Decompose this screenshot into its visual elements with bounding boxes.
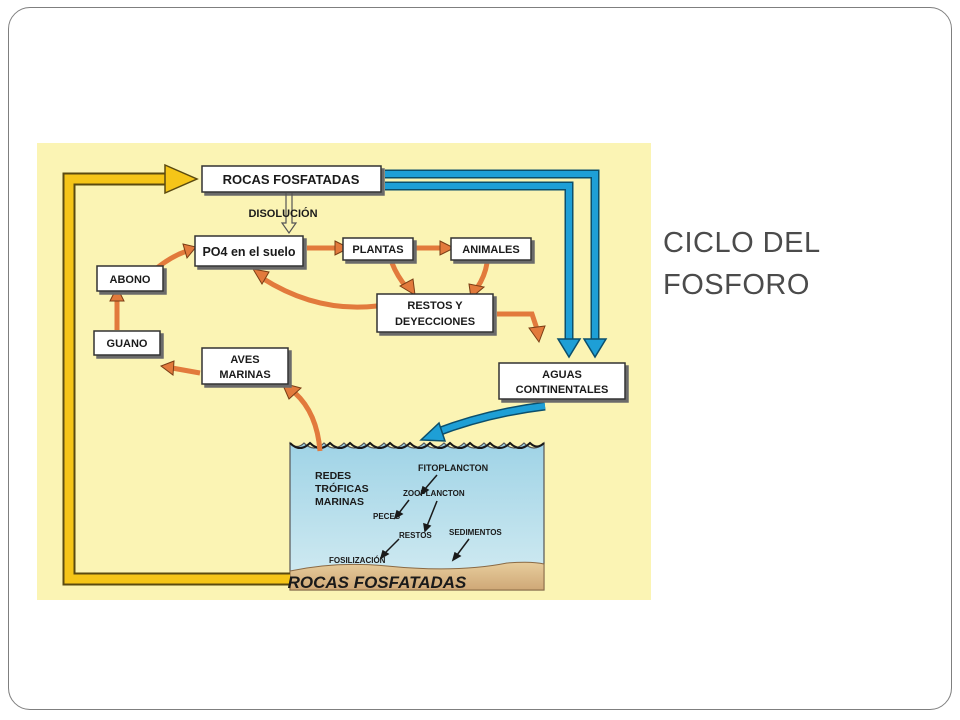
box-rocas-fosfatadas-top: [201, 165, 382, 193]
phosphorus-cycle-diagram: ROCAS FOSFATADAS DISOLUCIÓN PO4 en el su…: [37, 143, 651, 600]
orange-arrowheads: [109, 240, 546, 400]
label-rocas-fosfatadas-top: ROCAS FOSFATADAS: [223, 172, 360, 187]
slide-title: CICLO DEL FOSFORO: [663, 222, 923, 306]
box-aguas-continentales: [498, 362, 626, 400]
box-guano: [93, 330, 161, 356]
label-aguas-line2: CONTINENTALES: [516, 384, 609, 396]
sea-food-chain-arrows: [379, 474, 470, 562]
label-aves-line1: AVES: [230, 354, 259, 366]
label-peces: PECES: [373, 512, 401, 521]
sea: [289, 441, 545, 591]
box-restos-deyecciones: [376, 293, 494, 333]
label-fosilizacion: FOSILIZACIÓN: [329, 556, 386, 565]
box-po4-suelo: [194, 235, 304, 267]
label-redes-line2: TRÓFICAS: [315, 482, 369, 495]
label-po4-suelo: PO4 en el suelo: [202, 245, 295, 259]
box-aves-marinas: [201, 347, 289, 385]
label-rocas-fosfatadas-bottom: ROCAS FOSFATADAS: [288, 573, 467, 592]
box-animales: [450, 237, 532, 261]
label-disolucion: DISOLUCIÓN: [248, 207, 317, 220]
box-abono: [96, 265, 164, 292]
label-zooplancton: ZOOPLANCTON: [403, 489, 465, 498]
label-aves-line2: MARINAS: [219, 369, 270, 381]
slide-title-line2: FOSFORO: [663, 269, 810, 301]
label-guano: GUANO: [107, 338, 148, 350]
box-plantas: [342, 237, 414, 261]
label-animales: ANIMALES: [462, 244, 519, 256]
label-plantas: PLANTAS: [352, 244, 403, 256]
label-abono: ABONO: [110, 274, 151, 286]
label-restos-sea: RESTOS: [399, 531, 432, 540]
label-fitoplancton: FITOPLANCTON: [418, 463, 488, 473]
sediment-layer: [289, 561, 545, 591]
label-aguas-line1: AGUAS: [542, 369, 582, 381]
label-restos-line1: RESTOS Y: [407, 300, 463, 312]
label-restos-line2: DEYECCIONES: [395, 316, 475, 328]
label-redes-line3: MARINAS: [315, 496, 364, 508]
label-sedimentos: SEDIMENTOS: [449, 528, 502, 537]
disolucion-arrow: [280, 193, 298, 235]
blue-arrows: [385, 169, 608, 442]
slide-title-line1: CICLO DEL: [663, 227, 821, 259]
label-redes-line1: REDES: [315, 470, 351, 482]
yellow-return-arrow: [62, 163, 290, 586]
